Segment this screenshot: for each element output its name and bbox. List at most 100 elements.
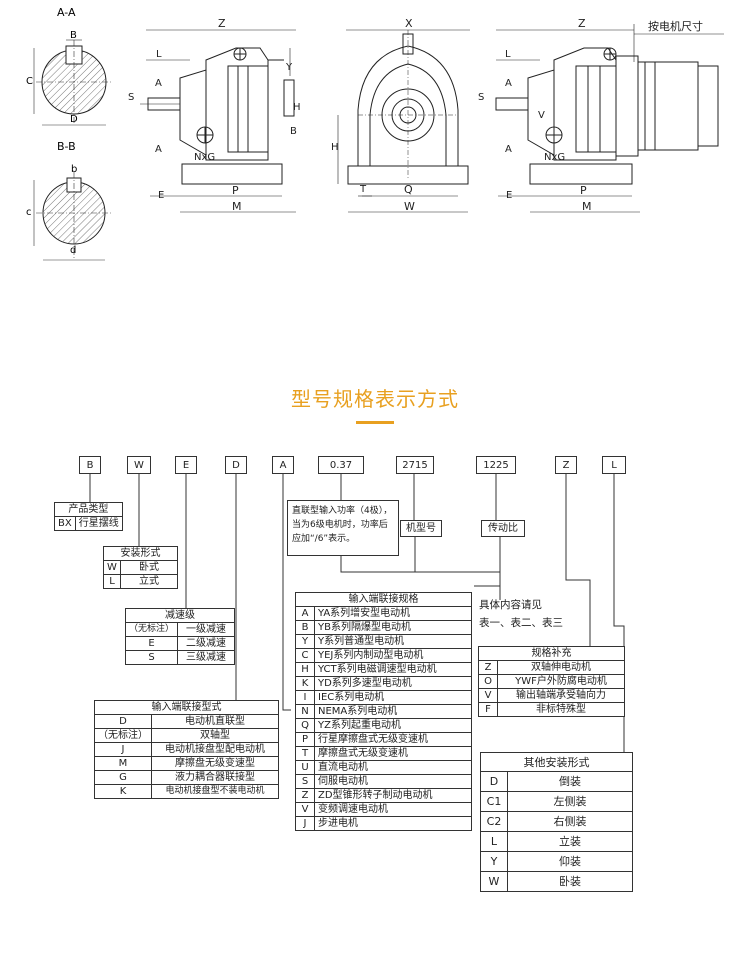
table-cell: H <box>295 662 315 677</box>
side-label-q: Q <box>404 183 413 196</box>
front-label-b: B <box>290 126 297 137</box>
table-cell: BX <box>54 516 76 531</box>
motor-label-m: M <box>582 200 592 213</box>
section-aa: A-A B C D <box>26 6 112 126</box>
table-cell: 伺服电动机 <box>314 774 472 789</box>
table-cell: NEMA系列电动机 <box>314 704 472 719</box>
table-cell: S <box>295 774 315 789</box>
aa-label-b: B <box>70 30 77 41</box>
table-cell: G <box>94 770 152 785</box>
side-label-t: T <box>359 184 367 195</box>
table-cell: （无标注） <box>124 622 179 637</box>
table-cell: E <box>124 636 179 651</box>
table-cell: M <box>94 756 152 771</box>
motor-size-label: 按电机尺寸 <box>648 19 703 33</box>
product-type-header: 产品类型 <box>54 502 123 517</box>
table-cell: Y <box>295 634 315 649</box>
motor-view: Z 按电机尺寸 L A A S V NxG E P M <box>478 17 724 213</box>
table-cell: 双轴型 <box>151 728 279 743</box>
table-cell: U <box>295 760 315 775</box>
table-cell: K <box>94 784 152 799</box>
code-box-input: D <box>225 456 247 474</box>
section-title: 型号规格表示方式 <box>291 387 459 411</box>
table-cell: 液力耦合器联接型 <box>151 770 279 785</box>
front-label-e: E <box>158 190 164 201</box>
table-cell: 电动机接盘型配电动机 <box>151 742 279 757</box>
bb-label-d: d <box>70 245 76 256</box>
table-cell: 卧装 <box>507 871 633 892</box>
table-cell: T <box>295 746 315 761</box>
code-box-supplement: Z <box>555 456 577 474</box>
code-box-product: B <box>79 456 101 474</box>
table-cell: J <box>295 816 315 831</box>
table-cell: A <box>295 606 315 621</box>
input-connection-header: 输入端联接型式 <box>94 700 279 715</box>
table-cell: J <box>94 742 152 757</box>
table-cell: D <box>94 714 152 729</box>
table-cell: 倒装 <box>507 771 633 792</box>
table-cell: （无标注） <box>94 728 152 743</box>
table-cell: K <box>295 676 315 691</box>
section-aa-title: A-A <box>57 6 76 19</box>
table-cell: 输出轴端承受轴向力 <box>497 688 625 703</box>
input-spec-header: 输入端联接规格 <box>295 592 472 607</box>
bb-label-b: b <box>71 164 77 175</box>
table-cell: C2 <box>480 811 508 832</box>
detail-note-line2: 表一、表二、表三 <box>479 617 563 629</box>
section-bb: B-B b c d <box>26 140 112 261</box>
side-label-x: X <box>405 17 413 30</box>
table-cell: 双轴伸电动机 <box>497 660 625 675</box>
table-cell: YWF户外防腐电动机 <box>497 674 625 689</box>
table-cell: Z <box>478 660 498 675</box>
front-label-z: Z <box>218 17 226 30</box>
code-box-mount: W <box>127 456 151 474</box>
table-cell: L <box>480 831 508 852</box>
table-cell: D <box>480 771 508 792</box>
side-view: X H T Q W <box>331 17 470 213</box>
table-cell: 左侧装 <box>507 791 633 812</box>
table-cell: B <box>295 620 315 635</box>
machine-no-label: 机型号 <box>400 520 442 537</box>
motor-label-p: P <box>580 184 587 197</box>
detail-note: 具体内容请见 表一、表二、表三 <box>477 596 581 636</box>
table-cell: YB系列隔爆型电动机 <box>314 620 472 635</box>
motor-label-a2: A <box>505 144 512 155</box>
table-cell: O <box>478 674 498 689</box>
table-cell: W <box>480 871 508 892</box>
front-view: Z L A A S Y H B NxG E P M <box>128 17 301 213</box>
table-cell: C1 <box>480 791 508 812</box>
motor-label-e: E <box>506 190 512 201</box>
table-cell: YD系列多速型电动机 <box>314 676 472 691</box>
motor-label-z: Z <box>578 17 586 30</box>
bb-label-c: c <box>26 207 32 218</box>
reduction-header: 减速级 <box>124 608 236 623</box>
aa-label-c: C <box>26 76 33 87</box>
side-label-w: W <box>404 200 415 213</box>
table-cell: IEC系列电动机 <box>314 690 472 705</box>
code-box-machine: 2715 <box>396 456 434 474</box>
mount-form-header: 安装形式 <box>103 546 178 561</box>
code-box-reduction: E <box>175 456 197 474</box>
table-cell: V <box>478 688 498 703</box>
power-note: 直联型输入功率（4极），当为6级电机时，功率后应加“/6”表示。 <box>287 500 399 556</box>
code-box-power: 0.37 <box>318 456 364 474</box>
table-cell: 非标特殊型 <box>497 702 625 717</box>
front-label-m: M <box>232 200 242 213</box>
table-cell: Q <box>295 718 315 733</box>
table-cell: YEJ系列内制动型电动机 <box>314 648 472 663</box>
motor-label-s: S <box>478 92 484 103</box>
table-cell: C <box>295 648 315 663</box>
other-mount-header: 其他安装形式 <box>480 752 633 772</box>
table-cell: 右侧装 <box>507 811 633 832</box>
section-bb-title: B-B <box>57 140 76 153</box>
code-box-ratio: 1225 <box>476 456 516 474</box>
table-cell: 行星摩擦盘式无级变速机 <box>314 732 472 747</box>
table-cell: 二级减速 <box>177 636 236 651</box>
table-cell: ZD型锥形转子制动电动机 <box>314 788 472 803</box>
front-label-a1: A <box>155 78 162 89</box>
